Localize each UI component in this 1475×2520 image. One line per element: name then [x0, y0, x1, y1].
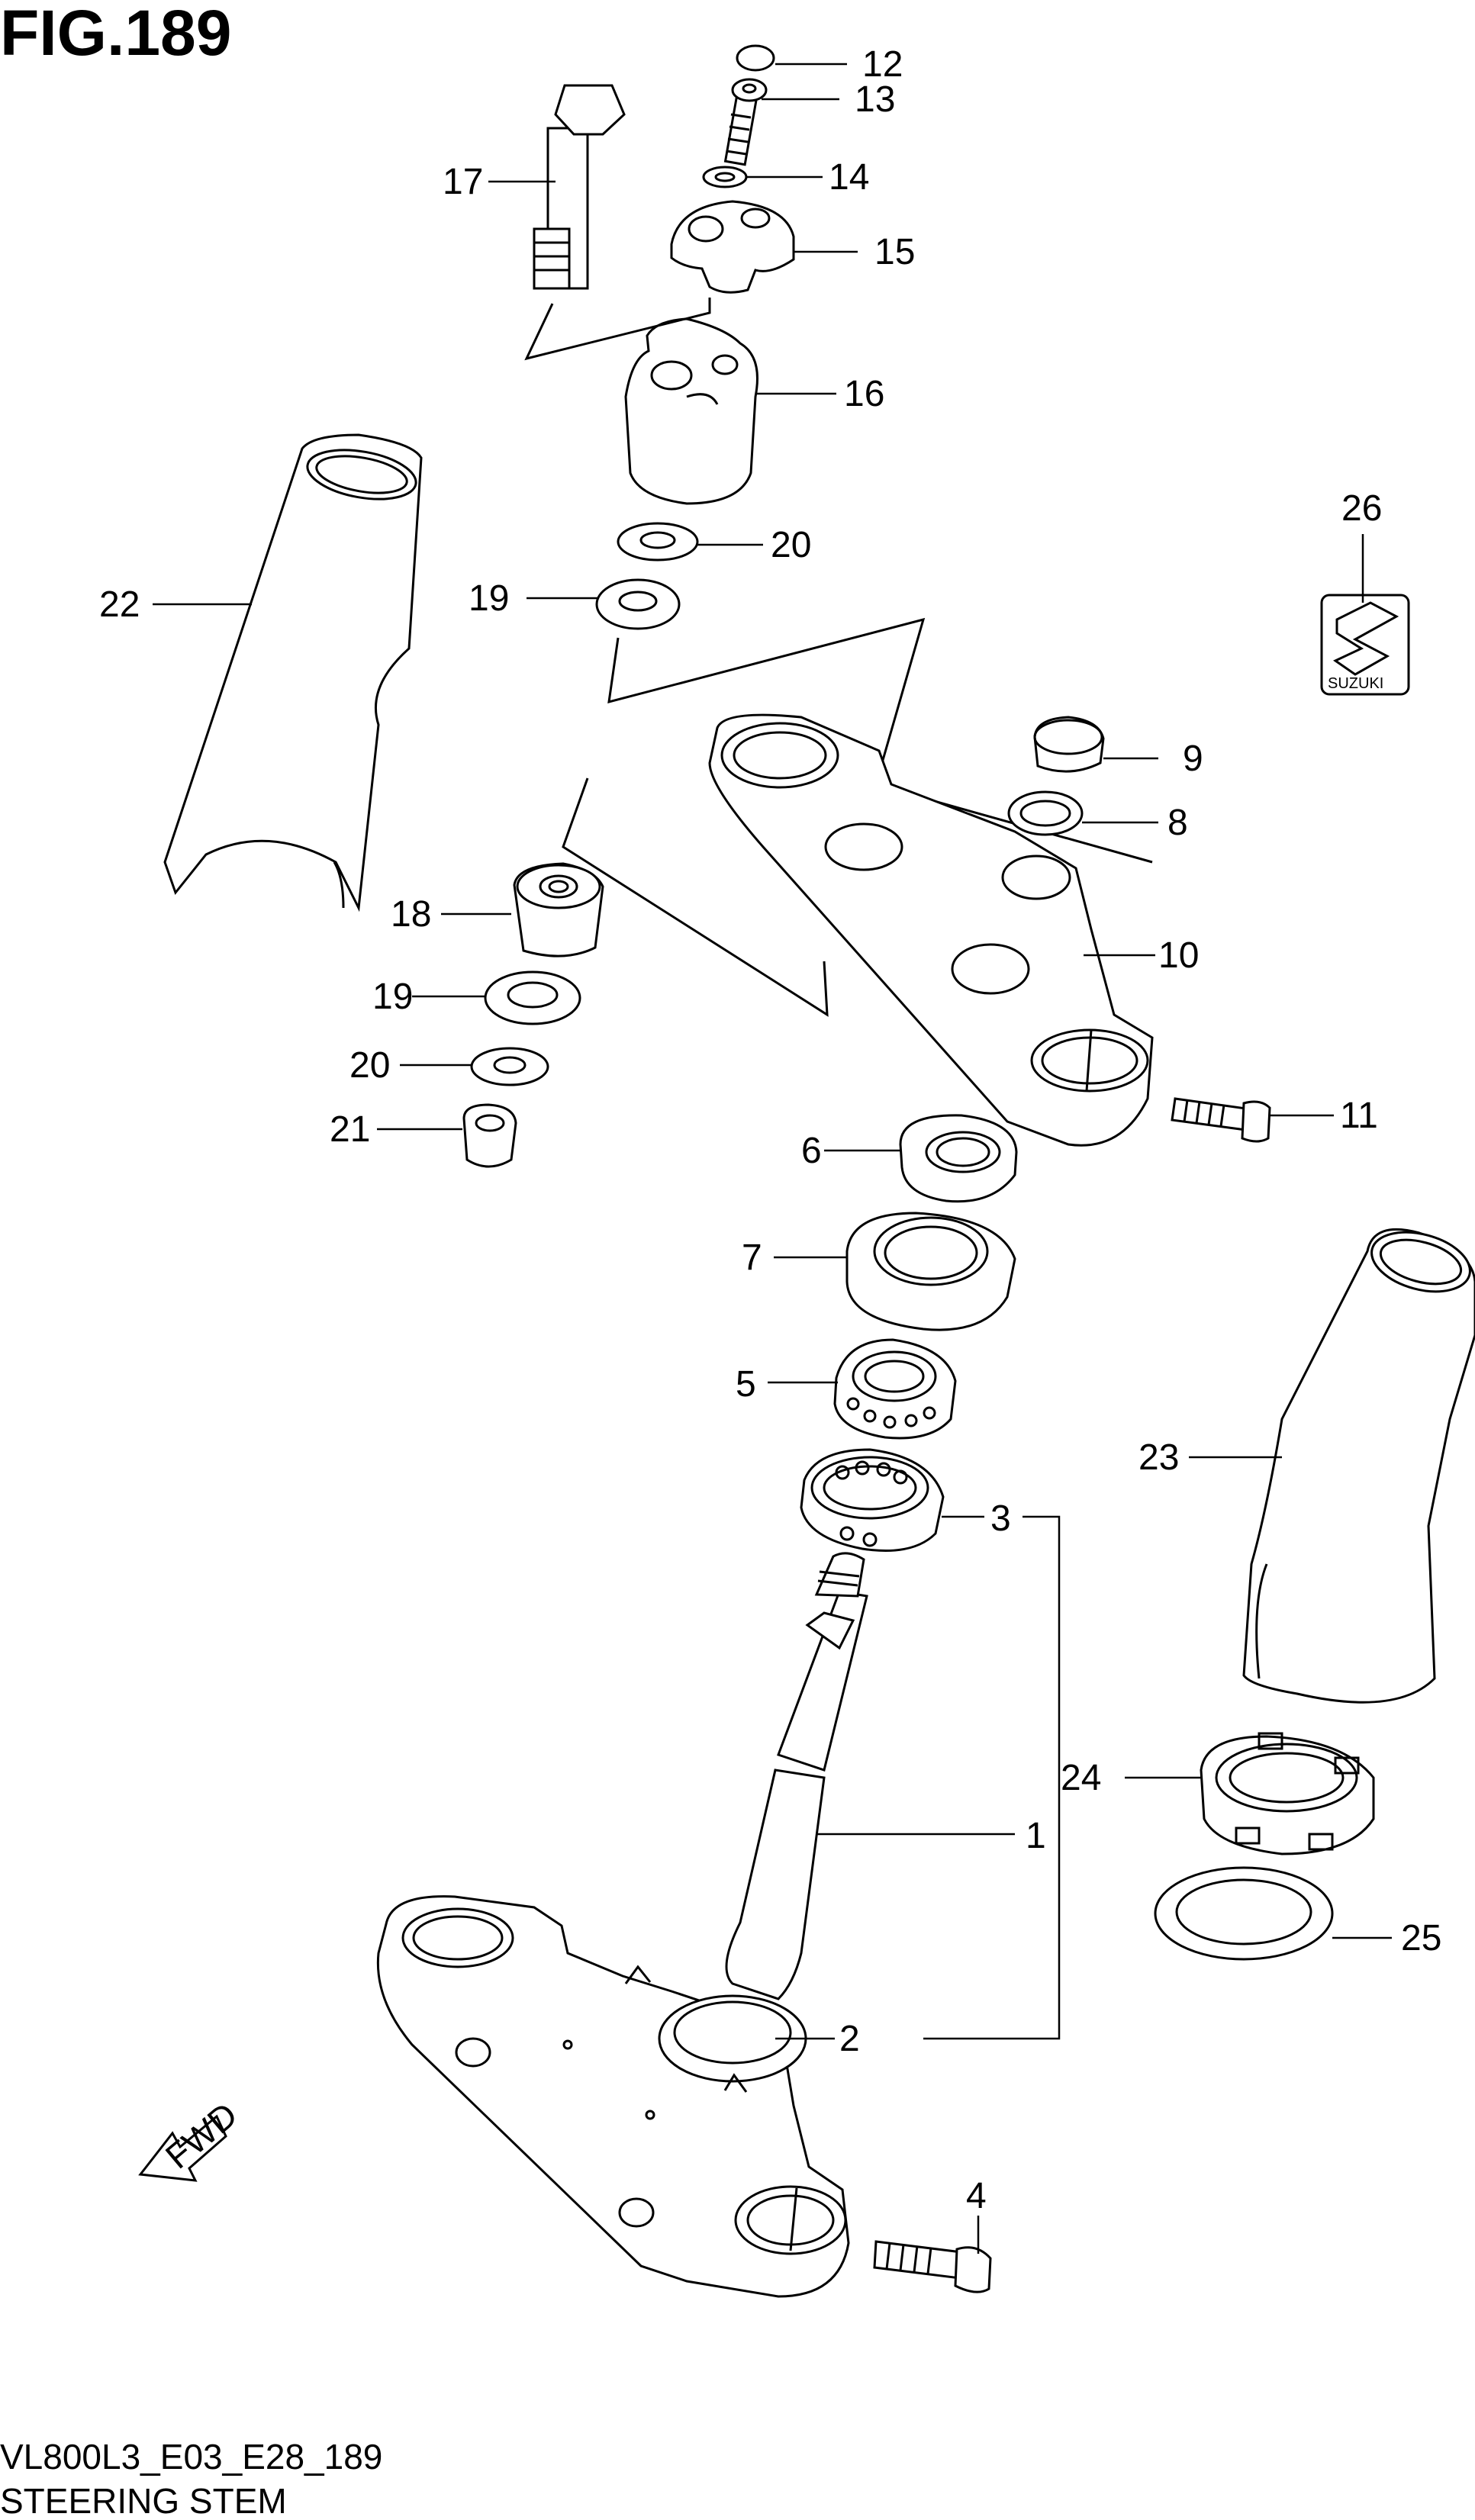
callout-17: 17	[443, 162, 483, 202]
figure-title: FIG.189	[0, 0, 231, 69]
part-14-lock-washer	[702, 166, 748, 188]
part-21-nut	[462, 1103, 517, 1168]
assembly-guide-lines	[524, 298, 1153, 1017]
callout-9: 9	[1183, 739, 1203, 779]
part-25-washer	[1154, 1866, 1334, 1961]
callout-18: 18	[391, 894, 431, 935]
part-5-bearing	[833, 1338, 957, 1440]
callout-16: 16	[844, 374, 884, 414]
fwd-arrow-icon: FWD	[138, 2094, 245, 2182]
part-1-steering-stem	[376, 1552, 868, 2298]
part-17-bolt	[533, 84, 626, 290]
callout-20-upper: 20	[771, 525, 811, 565]
callout-2: 2	[839, 2019, 860, 2059]
part-19-cushion-lower	[484, 970, 581, 1025]
callout-13: 13	[855, 79, 895, 120]
suzuki-s-logo-icon	[1333, 601, 1399, 676]
callout-20-lower: 20	[349, 1045, 390, 1086]
part-12-cap	[736, 44, 775, 72]
callout-6: 6	[801, 1131, 822, 1171]
callout-23: 23	[1138, 1437, 1179, 1478]
logo-text: SUZUKI	[1328, 675, 1383, 692]
callouts: 12 13 14 15 17 16 20 19 22 26 9 8 10 11 …	[99, 44, 1441, 2216]
callout-10: 10	[1158, 935, 1199, 976]
part-4-bolt	[873, 2240, 992, 2293]
callout-14: 14	[829, 157, 869, 198]
callout-7: 7	[742, 1237, 762, 1278]
callout-11: 11	[1340, 1096, 1378, 1136]
part-15-holder-cap	[670, 200, 795, 294]
part-26-emblem: SUZUKI	[1320, 594, 1410, 696]
callout-19-lower: 19	[372, 977, 413, 1017]
callout-25: 25	[1401, 1918, 1441, 1958]
callout-1: 1	[1026, 1816, 1046, 1856]
callout-3: 3	[990, 1498, 1011, 1539]
callout-26: 26	[1341, 488, 1382, 529]
part-9-cap	[1033, 716, 1105, 773]
callout-22: 22	[99, 584, 140, 625]
part-3-bearing	[800, 1448, 945, 1552]
part-6-steering-nut	[899, 1114, 1018, 1203]
leader-lines	[153, 63, 1392, 2254]
figure-caption: STEERING STEM	[0, 2481, 287, 2520]
callout-8: 8	[1167, 803, 1188, 843]
part-16-handlebar-holder	[624, 317, 758, 505]
callout-24: 24	[1061, 1758, 1101, 1798]
part-24-lock-ring	[1200, 1732, 1375, 1855]
part-8-washer	[1007, 790, 1084, 836]
part-18-damper	[513, 862, 604, 957]
part-19-cushion-upper	[595, 578, 681, 630]
part-11-bolt	[1171, 1097, 1271, 1143]
part-20-washer-lower	[470, 1047, 549, 1086]
callout-5: 5	[736, 1364, 756, 1405]
part-10-upper-bracket	[708, 713, 1154, 1147]
part-7-dust-seal	[845, 1212, 1016, 1331]
model-code: VL800L3_E03_E28_189	[0, 2437, 382, 2477]
callout-15: 15	[874, 232, 915, 272]
part-23-fork-cover-right	[1242, 1228, 1475, 1704]
part-13-bolt	[723, 78, 768, 166]
callout-19-upper: 19	[469, 578, 509, 619]
part-22-fork-cover-left	[163, 433, 423, 912]
callout-4: 4	[966, 2176, 987, 2216]
part-20-washer-upper	[617, 522, 699, 562]
callout-12: 12	[862, 44, 903, 85]
callout-21: 21	[330, 1109, 370, 1150]
